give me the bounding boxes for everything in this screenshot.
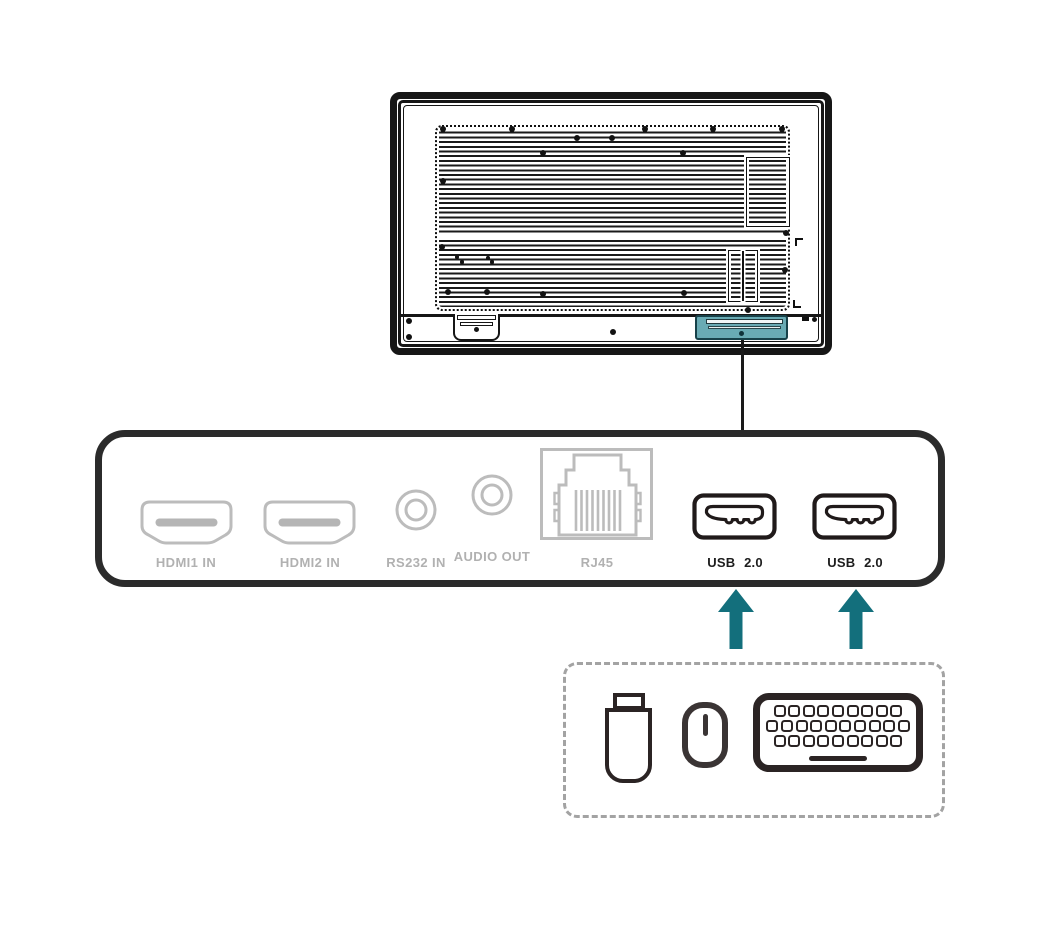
monitor-inner-frame bbox=[398, 100, 824, 347]
screw-dot bbox=[710, 126, 716, 132]
screw-dot bbox=[680, 150, 686, 156]
vent-gap bbox=[439, 233, 786, 239]
audio-out-jack-icon bbox=[471, 474, 513, 516]
keyboard-key bbox=[861, 705, 874, 717]
keyboard-key bbox=[875, 735, 888, 747]
keyboard-key bbox=[846, 705, 859, 717]
keyboard-key bbox=[853, 720, 866, 732]
screw-dot bbox=[440, 178, 446, 184]
service-outline-bottom-right bbox=[728, 250, 758, 302]
keyboard-key bbox=[861, 735, 874, 747]
service-outline-top-right bbox=[746, 157, 790, 227]
arrow-up-icon bbox=[718, 589, 754, 649]
keyboard-key bbox=[810, 720, 823, 732]
keyboard-key bbox=[839, 720, 852, 732]
audio-out-port-label: AUDIO OUT bbox=[453, 549, 531, 564]
mini-dot-mark bbox=[812, 317, 817, 322]
keyboard-key bbox=[824, 720, 837, 732]
screw-dot bbox=[610, 329, 616, 335]
callout-line bbox=[741, 340, 744, 431]
bracket-screw bbox=[474, 327, 479, 332]
keyboard-key bbox=[817, 705, 830, 717]
screw-dot bbox=[484, 289, 490, 295]
screw-dot bbox=[460, 260, 464, 264]
keyboard-key bbox=[832, 735, 844, 747]
keyboard-spacebar bbox=[809, 756, 867, 761]
screw-dot bbox=[406, 334, 412, 340]
arrow-up-icon bbox=[838, 589, 874, 649]
keyboard-key bbox=[802, 735, 815, 747]
rj45-port-icon bbox=[540, 448, 653, 540]
screw-dot bbox=[440, 126, 446, 132]
hdmi1-port-icon bbox=[140, 500, 233, 545]
hdmi2-port-icon bbox=[263, 500, 356, 545]
screw-layer bbox=[397, 99, 825, 348]
screw-dot bbox=[642, 126, 648, 132]
screw-dot bbox=[745, 307, 751, 313]
keyboard-key bbox=[897, 720, 910, 732]
usb2-port-label: USB 2.0 bbox=[827, 555, 883, 570]
keyboard-icon bbox=[753, 693, 923, 772]
screw-dot bbox=[574, 135, 580, 141]
usb1-port-label: USB 2.0 bbox=[707, 555, 763, 570]
mouse-icon bbox=[682, 702, 728, 768]
bottom-strip-line bbox=[401, 314, 821, 317]
screw-dot bbox=[782, 267, 788, 273]
screw-dot bbox=[439, 244, 445, 250]
screw-dot bbox=[681, 290, 687, 296]
keyboard-key bbox=[773, 705, 786, 717]
monitor-rear-icon bbox=[390, 92, 832, 355]
corner-mark-icon bbox=[793, 300, 801, 308]
usb-drive-body bbox=[605, 708, 652, 783]
keyboard-key bbox=[832, 705, 844, 717]
bracket-bar bbox=[460, 322, 493, 326]
rs232-port-label: RS232 IN bbox=[386, 555, 446, 570]
rs232-jack-icon bbox=[395, 489, 437, 531]
screw-dot bbox=[779, 126, 785, 132]
mouse-wheel bbox=[702, 714, 708, 736]
keyboard-key bbox=[766, 720, 779, 732]
monitor-inner-frame-2 bbox=[403, 105, 819, 342]
keyboard-key bbox=[890, 705, 903, 717]
screw-dot bbox=[609, 135, 615, 141]
usb-bay-slot bbox=[708, 326, 781, 329]
stand-bracket-icon bbox=[453, 314, 500, 341]
usb1-port-icon bbox=[692, 493, 777, 540]
keyboard-key bbox=[802, 705, 815, 717]
screw-dot bbox=[540, 291, 546, 297]
screw-dot bbox=[445, 289, 451, 295]
usb-flash-drive-icon bbox=[605, 693, 652, 783]
hdmi2-port-label: HDMI2 IN bbox=[279, 555, 341, 570]
rj45-port-label: RJ45 bbox=[580, 555, 614, 570]
keyboard-key bbox=[890, 735, 903, 747]
usb-bay-highlight bbox=[695, 315, 788, 340]
usb-bay-slot bbox=[706, 319, 783, 324]
screw-dot bbox=[783, 230, 789, 236]
keyboard-key bbox=[875, 705, 888, 717]
screw-dot bbox=[509, 126, 515, 132]
screw-dot bbox=[490, 260, 494, 264]
io-panel: HDMI1 IN HDMI2 IN RS232 IN AUDIO OUT RJ4… bbox=[95, 430, 945, 587]
service-outline-divider bbox=[742, 251, 744, 301]
keyboard-key bbox=[788, 705, 801, 717]
screw-dot bbox=[486, 256, 490, 260]
screw-dot bbox=[406, 318, 412, 324]
keyboard-key bbox=[868, 720, 881, 732]
screw-dot bbox=[540, 150, 546, 156]
usb2-port-icon bbox=[812, 493, 897, 540]
keyboard-key bbox=[788, 735, 801, 747]
usb-devices-group bbox=[563, 662, 945, 818]
mini-bar-mark bbox=[802, 317, 809, 321]
keyboard-key bbox=[817, 735, 830, 747]
corner-mark-icon bbox=[795, 238, 803, 246]
keyboard-key bbox=[846, 735, 859, 747]
screw-dot bbox=[455, 255, 459, 259]
keyboard-key bbox=[773, 735, 786, 747]
bracket-bar bbox=[457, 315, 496, 320]
keyboard-key bbox=[780, 720, 793, 732]
usb-bay-screw bbox=[739, 331, 744, 336]
hdmi1-port-label: HDMI1 IN bbox=[155, 555, 217, 570]
keyboard-key bbox=[883, 720, 896, 732]
keyboard-key bbox=[795, 720, 808, 732]
